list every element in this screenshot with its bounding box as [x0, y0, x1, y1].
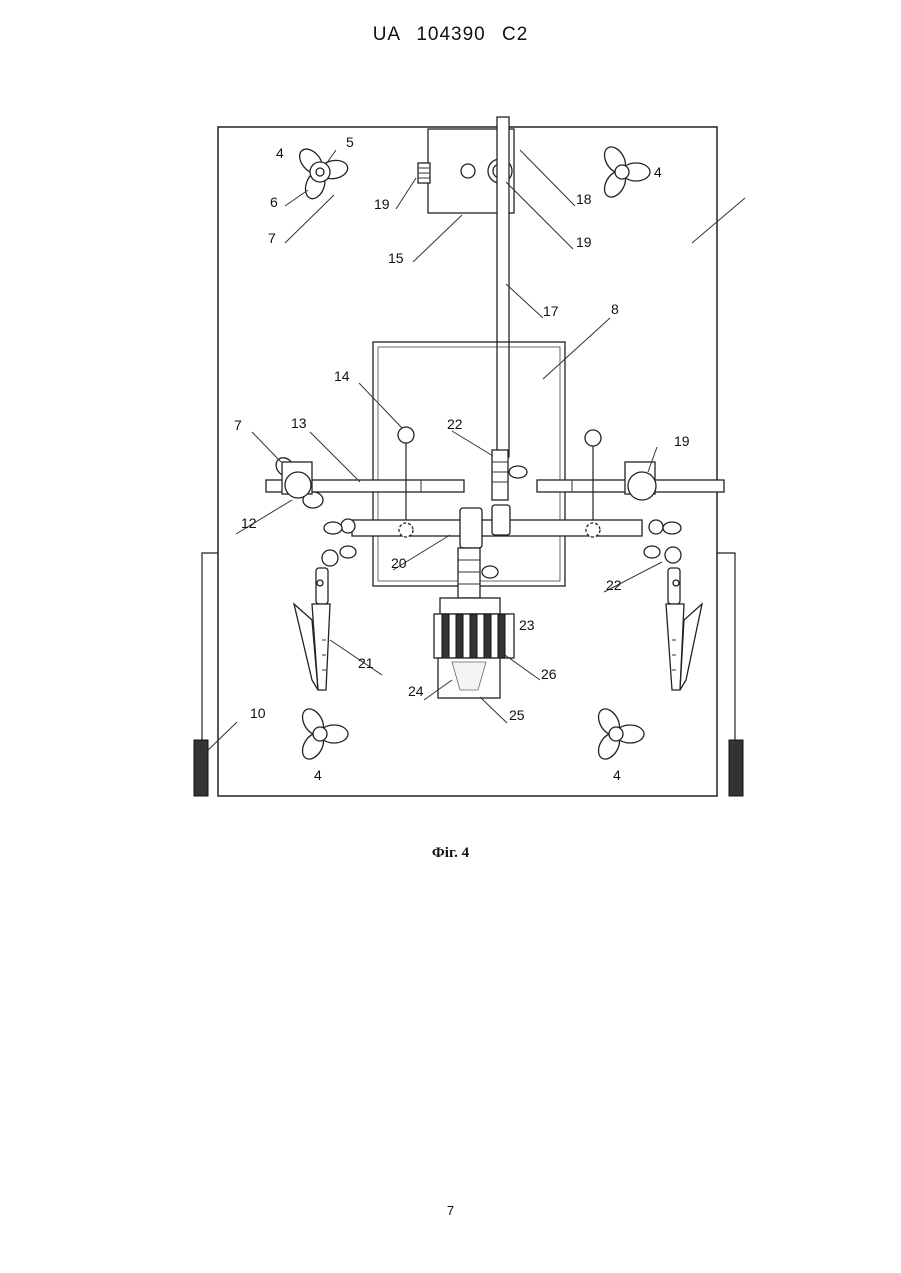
label-25: 25: [509, 707, 525, 723]
label-8: 8: [611, 301, 619, 317]
label-4-bottom-left: 4: [314, 767, 322, 783]
gear-assembly: [434, 598, 514, 658]
fastener-bottom-left: [298, 705, 348, 762]
funnel: [438, 658, 500, 698]
label-15: 15: [388, 250, 404, 266]
label-5: 5: [346, 134, 354, 150]
right-arm-joint: [644, 520, 681, 563]
label-4-bottom-right: 4: [613, 767, 621, 783]
label-7-left: 7: [234, 417, 242, 433]
label-4-top-right: 4: [654, 164, 662, 180]
label-7-top-left: 7: [268, 230, 276, 246]
label-18: 18: [576, 191, 592, 207]
label-23: 23: [519, 617, 535, 633]
page-number: 7: [0, 1203, 901, 1218]
label-19-right: 19: [674, 433, 690, 449]
label-12: 12: [241, 515, 257, 531]
left-arm-joint: [322, 519, 356, 566]
label-24: 24: [408, 683, 424, 699]
label-26: 26: [541, 666, 557, 682]
label-6: 6: [270, 194, 278, 210]
label-13: 13: [291, 415, 307, 431]
label-20: 20: [391, 555, 407, 571]
label-21: 21: [358, 655, 374, 671]
label-14: 14: [334, 368, 350, 384]
label-17: 17: [543, 303, 559, 319]
right-clamp: [625, 462, 656, 500]
fastener-bottom-right: [594, 705, 644, 762]
right-electrode: [717, 553, 743, 796]
left-alligator-clip: [294, 568, 330, 690]
right-alligator-clip: [666, 568, 702, 690]
figure-caption: Фіг. 4: [0, 845, 901, 862]
label-4-top-left: 4: [276, 145, 284, 161]
label-19-top: 19: [374, 196, 390, 212]
label-22-top: 22: [447, 416, 463, 432]
vertical-rod: [497, 117, 509, 457]
left-electrode: [194, 553, 218, 796]
fastener-top-right: [600, 143, 650, 200]
label-19-mid: 19: [576, 234, 592, 250]
label-22-right: 22: [606, 577, 622, 593]
label-10: 10: [250, 705, 266, 721]
